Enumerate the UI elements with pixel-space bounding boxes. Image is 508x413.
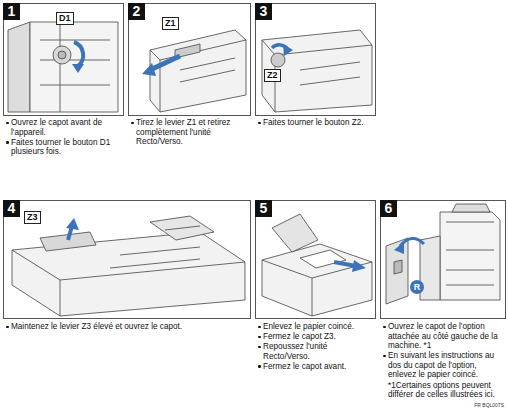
arrow-head — [394, 242, 404, 254]
arrow-head — [283, 44, 293, 56]
callout-circle: R — [410, 280, 424, 294]
instruction-text: Faites tourner le bouton D1 plusieurs fo… — [11, 138, 110, 157]
instruction-text: Ouvrez le capot avant de l'appareil. — [5, 118, 123, 137]
panel-frame — [129, 4, 251, 116]
bullet-dot — [383, 326, 386, 329]
instruction-text: Faites tourner le bouton D1 plusieurs fo… — [5, 138, 123, 157]
instruction-text: Enlevez le papier coincé. — [263, 322, 354, 331]
panel-frame — [4, 201, 251, 319]
step-number-text: 3 — [260, 3, 268, 19]
instruction-text: Maintenez le levier Z3 élevé et ouvrez l… — [5, 322, 250, 332]
bullet-dot — [383, 355, 386, 358]
arrow-head — [352, 260, 366, 272]
instruction-text: Fermez le capot Z3. — [257, 332, 375, 342]
instruction-list: Ouvrez le capot de l'option attachée au … — [382, 322, 505, 400]
callout-label: Z1 — [162, 17, 179, 30]
step-number: 6 — [380, 200, 397, 217]
footnote-text: *1Certaines options peuvent différer de … — [388, 381, 495, 400]
instruction-text: Repoussez l'unité Recto/Verso. — [263, 342, 327, 361]
step-number: 5 — [255, 200, 272, 217]
bullet-dot — [258, 336, 261, 339]
bullet-dot — [6, 141, 9, 144]
callout-label-text: Z1 — [165, 18, 176, 28]
bullet-dot — [258, 365, 261, 368]
bullet-dot — [131, 122, 134, 125]
bullet-dot — [258, 346, 261, 349]
panel-frame — [381, 201, 506, 319]
instruction-text: Fermez le capot Z3. — [263, 332, 336, 341]
step-number: 1 — [3, 3, 20, 20]
instruction-text: Tirez le levier Z1 et retirez complèteme… — [136, 118, 230, 146]
instruction-text: En suivant les instructions au dos du ca… — [388, 351, 494, 379]
arrow-head — [72, 64, 84, 73]
figure-code: FR BQL007S — [474, 402, 504, 408]
machine-outline — [386, 204, 500, 304]
instruction-text: Faites tourner le bouton Z2. — [263, 118, 364, 127]
step-number-text: 6 — [385, 200, 393, 216]
instruction-text: En suivant les instructions au dos du ca… — [382, 351, 505, 380]
bullet-dot — [6, 326, 9, 329]
callout-label: Z3 — [24, 211, 41, 224]
arrow-head — [66, 218, 79, 230]
callout-label: Z2 — [264, 69, 281, 82]
panel-frame — [256, 201, 376, 319]
step-number: 3 — [255, 3, 272, 20]
step-number: 2 — [128, 3, 145, 20]
bullet-dot — [6, 122, 9, 125]
bullet-dot — [258, 122, 261, 125]
instruction-text: Ouvrez le capot de l'option attachée au … — [388, 322, 498, 350]
instruction-text: Ouvrez le capot avant de l'appareil. — [11, 118, 102, 137]
instruction-text: Repoussez l'unité Recto/Verso. — [257, 342, 375, 361]
instruction-text: Tirez le levier Z1 et retirez complèteme… — [130, 118, 250, 147]
instruction-list: Maintenez le levier Z3 élevé et ouvrez l… — [5, 322, 250, 332]
arrow-head — [142, 63, 156, 76]
panel-frame — [256, 4, 376, 116]
step-number-text: 4 — [8, 200, 16, 216]
duplex-unit — [262, 214, 372, 316]
rotate-arrow — [74, 42, 83, 66]
callout-label-text: Z3 — [27, 212, 38, 222]
duplex-unit — [12, 216, 245, 316]
callout-label-text: D1 — [59, 13, 71, 23]
step-number-text: 1 — [8, 3, 16, 19]
step-number-text: 2 — [133, 3, 141, 19]
panel-frame — [4, 4, 124, 116]
instruction-list: Tirez le levier Z1 et retirez complèteme… — [130, 118, 250, 147]
instruction-text: Maintenez le levier Z3 élevé et ouvrez l… — [11, 322, 182, 331]
bullet-dot — [258, 326, 261, 329]
remove-arrow — [334, 262, 356, 266]
instruction-text: Ouvrez le capot de l'option attachée au … — [382, 322, 505, 351]
machine-interior — [8, 22, 118, 112]
duplex-unit — [150, 30, 246, 112]
step-number-text: 5 — [260, 200, 268, 216]
step-number: 4 — [3, 200, 20, 217]
instruction-list: Enlevez le papier coincé.Fermez le capot… — [257, 322, 375, 372]
callout-circle-text: R — [414, 282, 421, 292]
instruction-text: Enlevez le papier coincé. — [257, 322, 375, 332]
callout-label: D1 — [56, 12, 74, 25]
instruction-list: Faites tourner le bouton Z2. — [257, 118, 375, 128]
duplex-unit — [262, 30, 372, 112]
instruction-list: Ouvrez le capot avant de l'appareil.Fait… — [5, 118, 123, 157]
callout-label-text: Z2 — [267, 70, 278, 80]
instruction-text: Fermez le capot avant. — [257, 362, 375, 372]
footnote-text: *1Certaines options peuvent différer de … — [382, 381, 505, 400]
instruction-text: Fermez le capot avant. — [263, 362, 346, 371]
pull-arrow — [150, 56, 180, 70]
instruction-text: Faites tourner le bouton Z2. — [257, 118, 375, 128]
